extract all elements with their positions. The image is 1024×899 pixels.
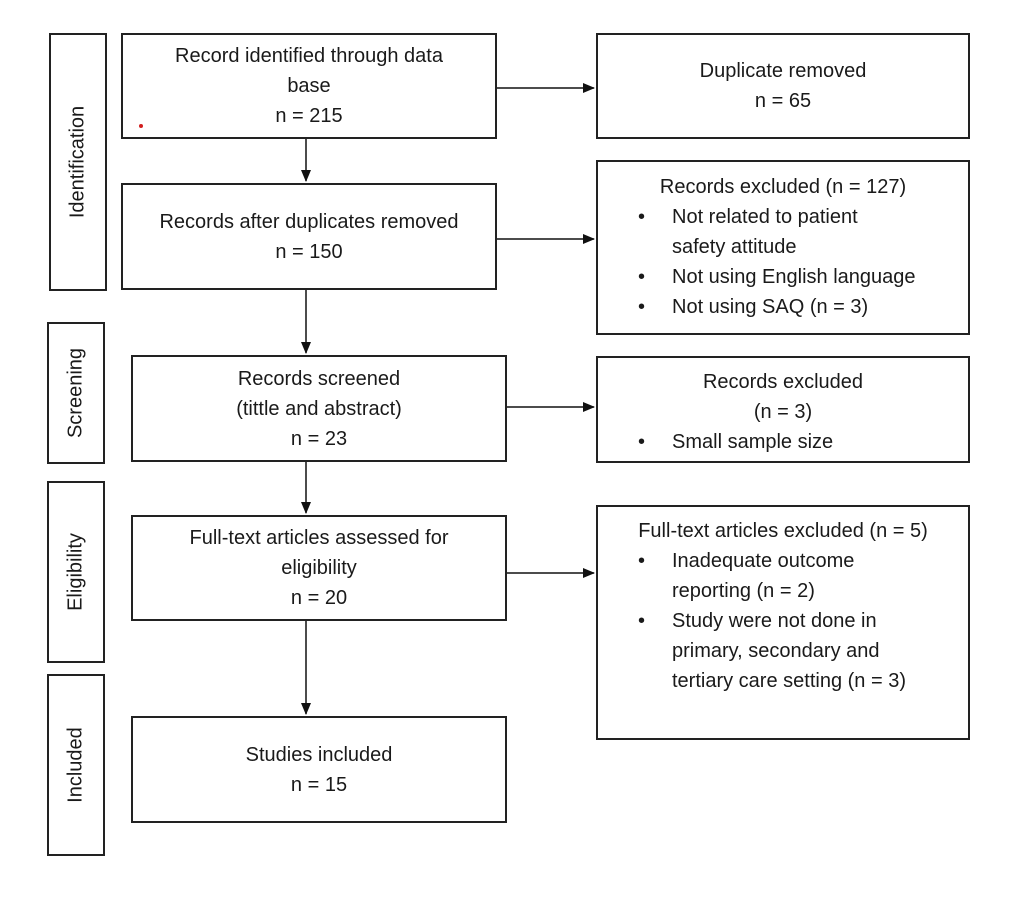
- list-item: Study were not done in primary, secondar…: [598, 606, 968, 696]
- list-item-line: Study were not done in: [672, 610, 877, 632]
- full-text-count: n = 20: [290, 587, 348, 609]
- records-identified-line1: Record identified through data: [175, 45, 443, 67]
- stage-label-screening: Screening: [64, 347, 87, 439]
- list-item: Not using English language: [598, 262, 968, 292]
- list-item: Inadequate outcome reporting (n = 2): [598, 546, 968, 606]
- list-item-line: tertiary care setting (n = 3): [672, 670, 906, 692]
- box-records-screened: Records screened (tittle and abstract) n…: [131, 355, 507, 462]
- stage-screening: Screening: [47, 322, 105, 464]
- list-item: Not related to patient safety attitude: [598, 202, 968, 262]
- list-item: Small sample size: [598, 427, 968, 457]
- list-item-line: Inadequate outcome: [672, 550, 855, 572]
- list-item-line: primary, secondary and: [672, 640, 880, 662]
- full-text-excluded-list: Inadequate outcome reporting (n = 2) Stu…: [598, 546, 968, 696]
- full-text-line1: Full-text articles assessed for: [189, 527, 449, 549]
- duplicate-removed-label: Duplicate removed: [699, 60, 867, 82]
- list-item: Not using SAQ (n = 3): [598, 292, 968, 322]
- after-duplicates-count: n = 150: [275, 240, 343, 263]
- excluded-3-heading: Records excluded: [702, 371, 864, 393]
- stray-dot: [139, 124, 143, 128]
- stage-label-eligibility: Eligibility: [64, 533, 87, 611]
- list-item-line: Not related to patient: [672, 206, 858, 228]
- list-item-line: Not using SAQ (n = 3): [672, 296, 869, 318]
- full-text-excluded-heading: Full-text articles excluded (n = 5): [638, 520, 928, 542]
- box-duplicate-removed: Duplicate removed n = 65: [596, 33, 970, 139]
- records-screened-count: n = 23: [290, 427, 348, 450]
- box-records-excluded-3: Records excluded (n = 3) Small sample si…: [596, 356, 970, 463]
- list-item-line: safety attitude: [672, 236, 797, 258]
- studies-included-count: n = 15: [290, 773, 348, 796]
- records-identified-count: n = 215: [275, 105, 343, 127]
- excluded-127-list: Not related to patient safety attitude N…: [598, 202, 968, 322]
- after-duplicates-line1: Records after duplicates removed: [159, 210, 459, 233]
- list-item-line: Small sample size: [672, 431, 834, 453]
- box-studies-included: Studies included n = 15: [131, 716, 507, 823]
- stage-label-included: Included: [64, 727, 87, 803]
- box-records-identified: Record identified through data base n = …: [121, 33, 497, 139]
- records-identified-line2: base: [287, 75, 331, 97]
- records-screened-line2: (tittle and abstract): [236, 397, 402, 420]
- excluded-3-count: (n = 3): [753, 401, 813, 423]
- stage-label-identification: Identification: [66, 105, 89, 219]
- box-full-text-excluded: Full-text articles excluded (n = 5) Inad…: [596, 505, 970, 740]
- excluded-3-list: Small sample size: [598, 427, 968, 457]
- box-full-text-assessed: Full-text articles assessed for eligibil…: [131, 515, 507, 621]
- box-records-excluded-127: Records excluded (n = 127) Not related t…: [596, 160, 970, 335]
- duplicate-removed-count: n = 65: [754, 90, 812, 112]
- list-item-line: Not using English language: [672, 266, 916, 288]
- stage-identification: Identification: [49, 33, 107, 291]
- excluded-127-heading: Records excluded (n = 127): [659, 176, 907, 198]
- full-text-line2: eligibility: [281, 557, 357, 579]
- stage-included: Included: [47, 674, 105, 856]
- box-after-duplicates: Records after duplicates removed n = 150: [121, 183, 497, 290]
- studies-included-line1: Studies included: [245, 743, 393, 766]
- list-item-line: reporting (n = 2): [672, 580, 815, 602]
- stage-eligibility: Eligibility: [47, 481, 105, 663]
- records-screened-line1: Records screened: [237, 367, 401, 390]
